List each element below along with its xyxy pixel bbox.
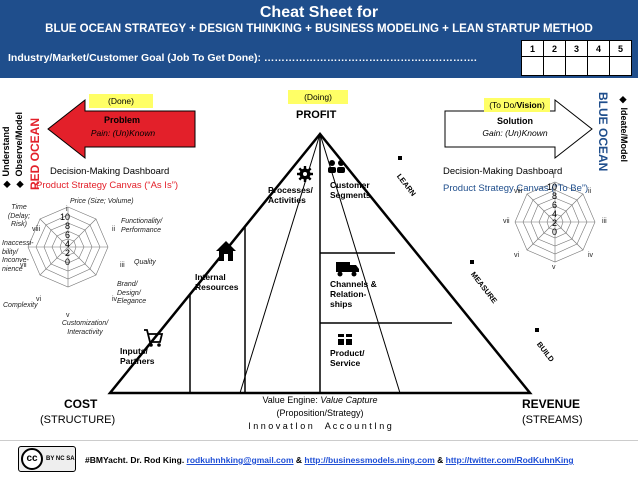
build-bullet-icon bbox=[535, 328, 539, 332]
profit-label: PROFIT bbox=[296, 109, 337, 121]
radar-label-quality: Quality bbox=[134, 259, 156, 266]
revenue-label: REVENUE bbox=[522, 397, 581, 411]
channels-label: Channels & Relation- ships bbox=[330, 279, 377, 309]
todo-status-tag: (To Do/Vision) bbox=[484, 98, 550, 112]
radar-label-inaccessibility: Inaccessi- bility/ Inconve- nience bbox=[2, 240, 34, 273]
side-label-ideate: ◆ Ideate/Model bbox=[619, 95, 629, 163]
house-icon bbox=[216, 241, 236, 261]
blue-ocean-label: BLUE OCEAN bbox=[596, 92, 610, 172]
gift-icon bbox=[338, 330, 352, 345]
solution-subtitle: Gain: (Un)Known bbox=[482, 128, 548, 138]
innovation-accounting-label: I n n o v a t I o n A c c o u n t I n g bbox=[248, 421, 392, 431]
radar-label-price: Price (Size; Volume) bbox=[70, 198, 134, 205]
page-subtitle: BLUE OCEAN STRATEGY + DESIGN THINKING + … bbox=[45, 23, 593, 35]
left-canvas-label: Product Strategy Canvas (“As Is”) bbox=[36, 180, 179, 191]
revenue-streams-label: (STREAMS) bbox=[522, 414, 583, 426]
customer-segments-label: Customer Segments bbox=[330, 180, 371, 200]
twitter-link[interactable]: http://twitter.com/RodKuhnKing bbox=[445, 455, 574, 465]
problem-subtitle: Pain: (Un)Known bbox=[90, 128, 156, 138]
scale-cell[interactable]: 1 bbox=[521, 40, 544, 76]
processes-label: Processes/ Activities bbox=[268, 185, 313, 205]
scale-cell[interactable]: 4 bbox=[587, 40, 610, 76]
value-engine-triangle bbox=[239, 132, 401, 394]
cost-structure-label: (STRUCTURE) bbox=[40, 414, 116, 426]
scale-cell[interactable]: 5 bbox=[609, 40, 632, 76]
radar-label-complexity: Complexity bbox=[3, 302, 38, 309]
cost-label: COST bbox=[64, 397, 98, 411]
side-label-observe: ◆ Observe/Model bbox=[14, 111, 24, 189]
radar-label-functionality: Functionality/ Performance bbox=[121, 218, 163, 234]
cart-icon bbox=[144, 329, 164, 347]
side-label-understand: ◆ Understand bbox=[1, 126, 11, 189]
radar-label-brand: Brand/ Design/ Elegance bbox=[117, 281, 147, 305]
white-arrow-shape bbox=[444, 98, 593, 160]
rating-scale[interactable]: 1 2 3 4 5 bbox=[521, 40, 632, 76]
page-title: Cheat Sheet for bbox=[259, 4, 379, 21]
scale-cell[interactable]: 2 bbox=[543, 40, 566, 76]
radar-label-time: Time (Delay; Risk) bbox=[7, 204, 31, 228]
credits-line: #BMYacht. Dr. Rod King. rodkuhnhking@gma… bbox=[85, 455, 574, 465]
red-ocean-label: RED OCEAN bbox=[28, 117, 42, 190]
right-radar-chart bbox=[514, 181, 596, 263]
diagram-canvas bbox=[27, 98, 596, 395]
gear-icon bbox=[297, 166, 313, 182]
learn-bullet-icon bbox=[398, 156, 402, 160]
right-dashboard-label: Decision-Making Dashboard bbox=[443, 166, 563, 177]
proposition-label: (Proposition/Strategy) bbox=[276, 408, 364, 418]
done-status-tag: (Done) bbox=[89, 94, 153, 108]
scale-cell[interactable]: 3 bbox=[565, 40, 588, 76]
internal-resources-label: Internal Resources bbox=[195, 272, 239, 292]
right-canvas-label: Product Strategy Canvas (“To Be”) bbox=[443, 183, 589, 194]
creative-commons-badge-icon: cc BY NC SA bbox=[18, 446, 76, 472]
left-radar-chart bbox=[27, 206, 109, 288]
radar-label-customization: Customization/ Interactivity bbox=[61, 320, 109, 336]
header-banner: Cheat Sheet for BLUE OCEAN STRATEGY + DE… bbox=[0, 0, 638, 78]
group-icon bbox=[328, 160, 345, 173]
value-engine-label: Value Engine: Value Capture bbox=[262, 395, 378, 405]
truck-icon bbox=[336, 262, 359, 277]
goal-prompt: Industry/Market/Customer Goal (Job To Ge… bbox=[8, 52, 477, 64]
inputs-partners-label: Inputs/ Partners bbox=[120, 346, 155, 366]
red-arrow-shape bbox=[47, 98, 196, 160]
measure-bullet-icon bbox=[470, 260, 474, 264]
solution-title: Solution bbox=[497, 116, 533, 126]
doing-status-tag: (Doing) bbox=[288, 90, 348, 104]
problem-title: Problem bbox=[103, 115, 140, 125]
footer: cc BY NC SA #BMYacht. Dr. Rod King. rodk… bbox=[0, 440, 638, 479]
email-link[interactable]: rodkuhnhking@gmail.com bbox=[186, 455, 294, 465]
left-dashboard-label: Decision-Making Dashboard bbox=[50, 166, 170, 177]
website-link[interactable]: http://businessmodels.ning.com bbox=[304, 455, 435, 465]
product-service-label: Product/ Service bbox=[330, 348, 365, 368]
